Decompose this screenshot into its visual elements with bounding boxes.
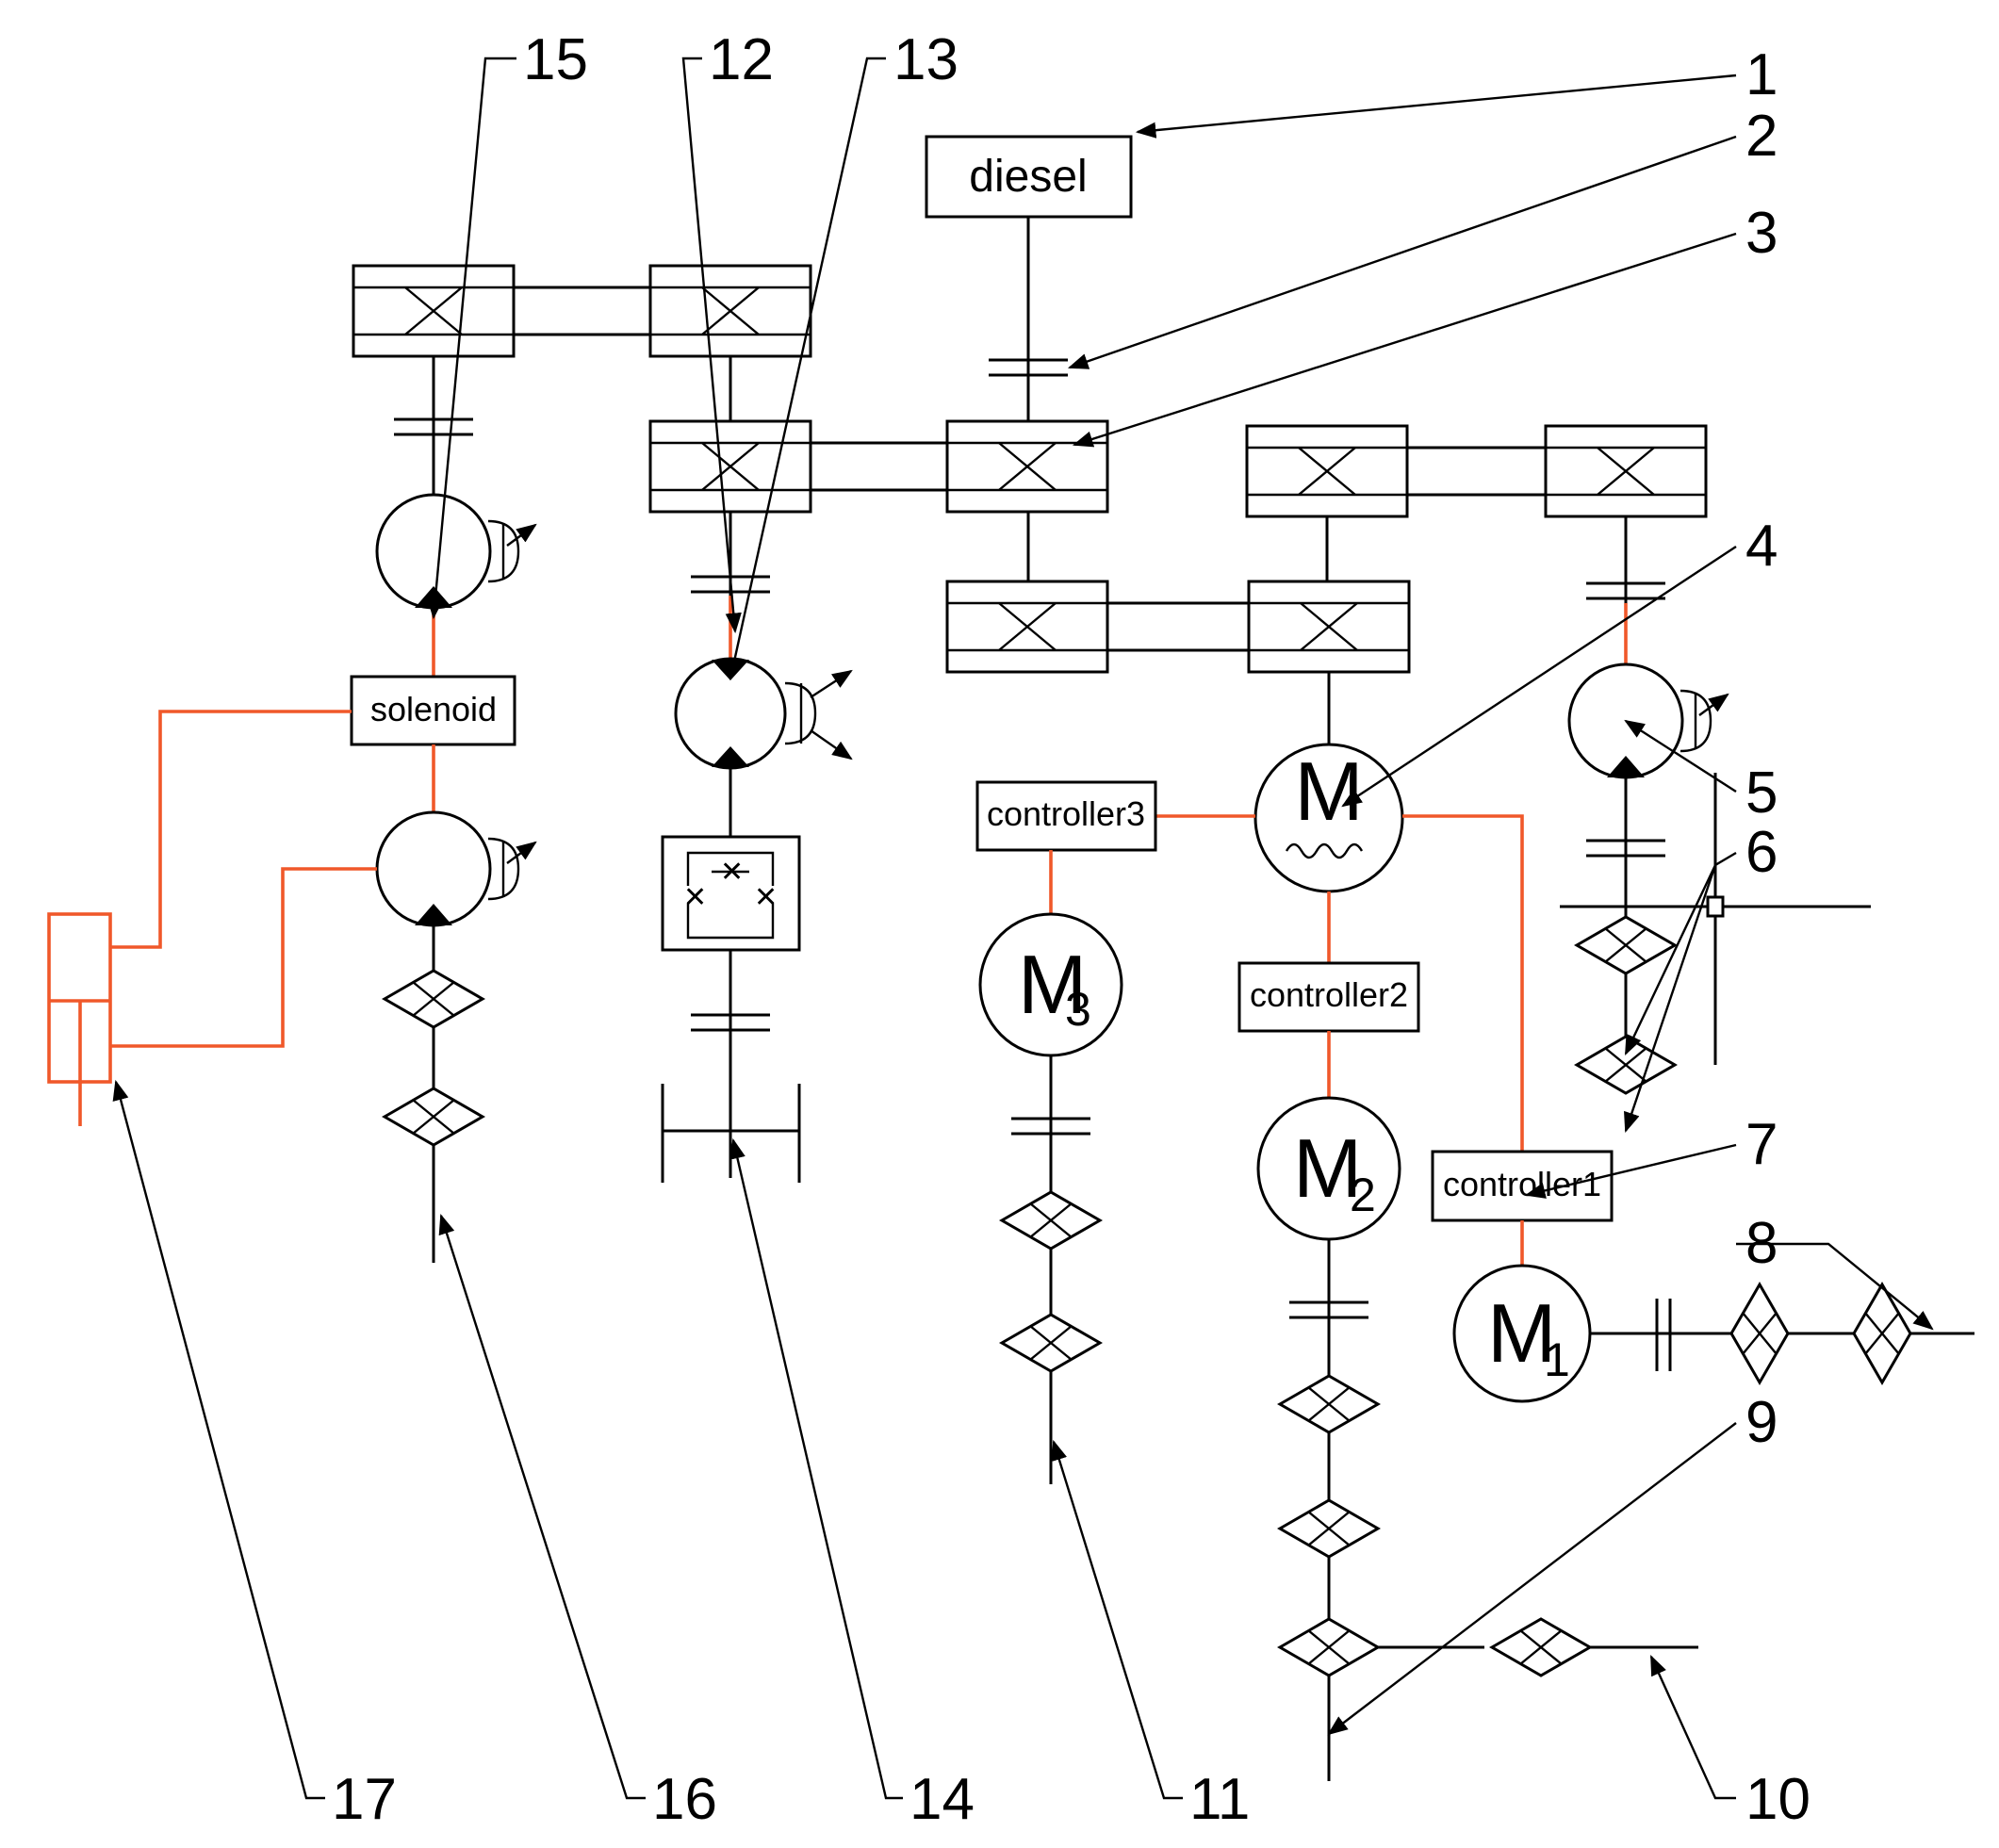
callout-3: 3 — [1745, 201, 1778, 266]
motor-2-label: M — [1293, 1121, 1362, 1215]
motor-2-branch: controller2 M 2 — [1237, 891, 1698, 1781]
callout-numbers: 1 2 3 4 5 6 7 8 9 10 11 12 13 14 15 16 1… — [332, 27, 1811, 1832]
motor-1-label: M — [1487, 1286, 1556, 1380]
leader-lines — [112, 57, 1934, 1800]
solenoid-valve — [350, 675, 516, 746]
gear-train-upper-left — [352, 264, 812, 358]
callout-12: 12 — [709, 27, 774, 92]
svg-text:✕: ✕ — [720, 857, 744, 888]
motor-2-subscript: 2 — [1350, 1169, 1376, 1221]
callout-16: 16 — [652, 1767, 717, 1832]
svg-text:✕: ✕ — [754, 882, 778, 913]
left-hydraulic-branch: solenoid — [350, 356, 535, 1263]
motor-1-subscript: 1 — [1544, 1333, 1570, 1386]
controller1-box — [1431, 1150, 1614, 1222]
middle-hydraulic-branch: ✕ ✕ ✕ — [661, 356, 853, 1183]
callout-8: 8 — [1745, 1211, 1778, 1276]
callout-1: 1 — [1745, 42, 1778, 107]
controller1-label: controller1 — [1443, 1165, 1601, 1203]
controller3-box — [975, 780, 1157, 852]
callout-14: 14 — [909, 1767, 975, 1832]
callout-13: 13 — [893, 27, 959, 92]
callout-7: 7 — [1745, 1112, 1778, 1177]
motor-1-branch: controller1 M 1 — [1402, 814, 1974, 1403]
motor-3-branch: controller3 M 3 — [975, 780, 1255, 1484]
motor-main-label: M — [1294, 744, 1363, 838]
callout-11: 11 — [1189, 1767, 1250, 1832]
controller2-label: controller2 — [1250, 975, 1408, 1014]
gear-train-right-lower — [945, 580, 1411, 674]
valve-block — [661, 835, 801, 952]
right-hydraulic-branch — [1560, 575, 1871, 1095]
motor-3-label: M — [1018, 938, 1087, 1031]
callout-9: 9 — [1745, 1390, 1778, 1455]
solenoid-label: solenoid — [370, 690, 497, 728]
motor-3-subscript: 3 — [1065, 983, 1091, 1036]
diesel-engine: diesel — [925, 135, 1133, 421]
callout-17: 17 — [332, 1767, 397, 1832]
control-cylinder — [47, 710, 377, 1126]
callout-6: 6 — [1745, 820, 1778, 885]
callout-4: 4 — [1745, 514, 1778, 579]
main-motor: M — [1253, 672, 1404, 893]
callout-2: 2 — [1745, 104, 1778, 169]
diesel-label: diesel — [969, 152, 1087, 202]
callout-10: 10 — [1745, 1767, 1811, 1832]
callout-5: 5 — [1745, 760, 1778, 826]
controller3-label: controller3 — [987, 794, 1145, 833]
svg-text:✕: ✕ — [683, 882, 707, 913]
gear-train-middle — [648, 419, 1109, 514]
controller2-box — [1237, 961, 1420, 1033]
callout-15: 15 — [523, 27, 588, 92]
gear-train-right-upper — [1245, 424, 1708, 518]
